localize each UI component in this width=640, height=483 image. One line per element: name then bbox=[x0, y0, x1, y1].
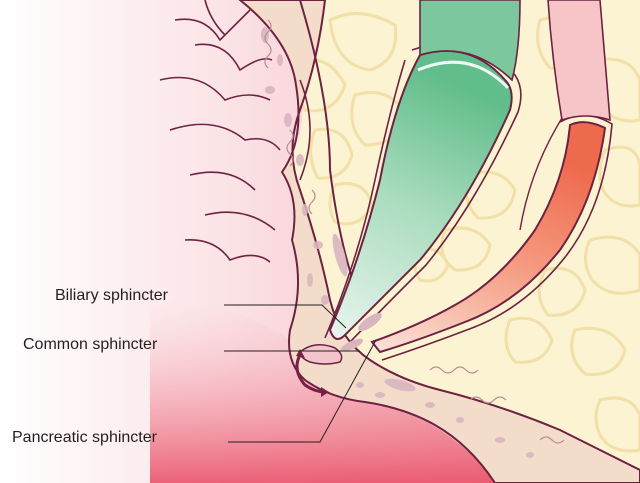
label-biliary-sphincter: Biliary sphincter bbox=[55, 287, 168, 305]
label-common-sphincter: Common sphincter bbox=[23, 336, 157, 354]
label-pancreatic-sphincter: Pancreatic sphincter bbox=[12, 429, 157, 447]
